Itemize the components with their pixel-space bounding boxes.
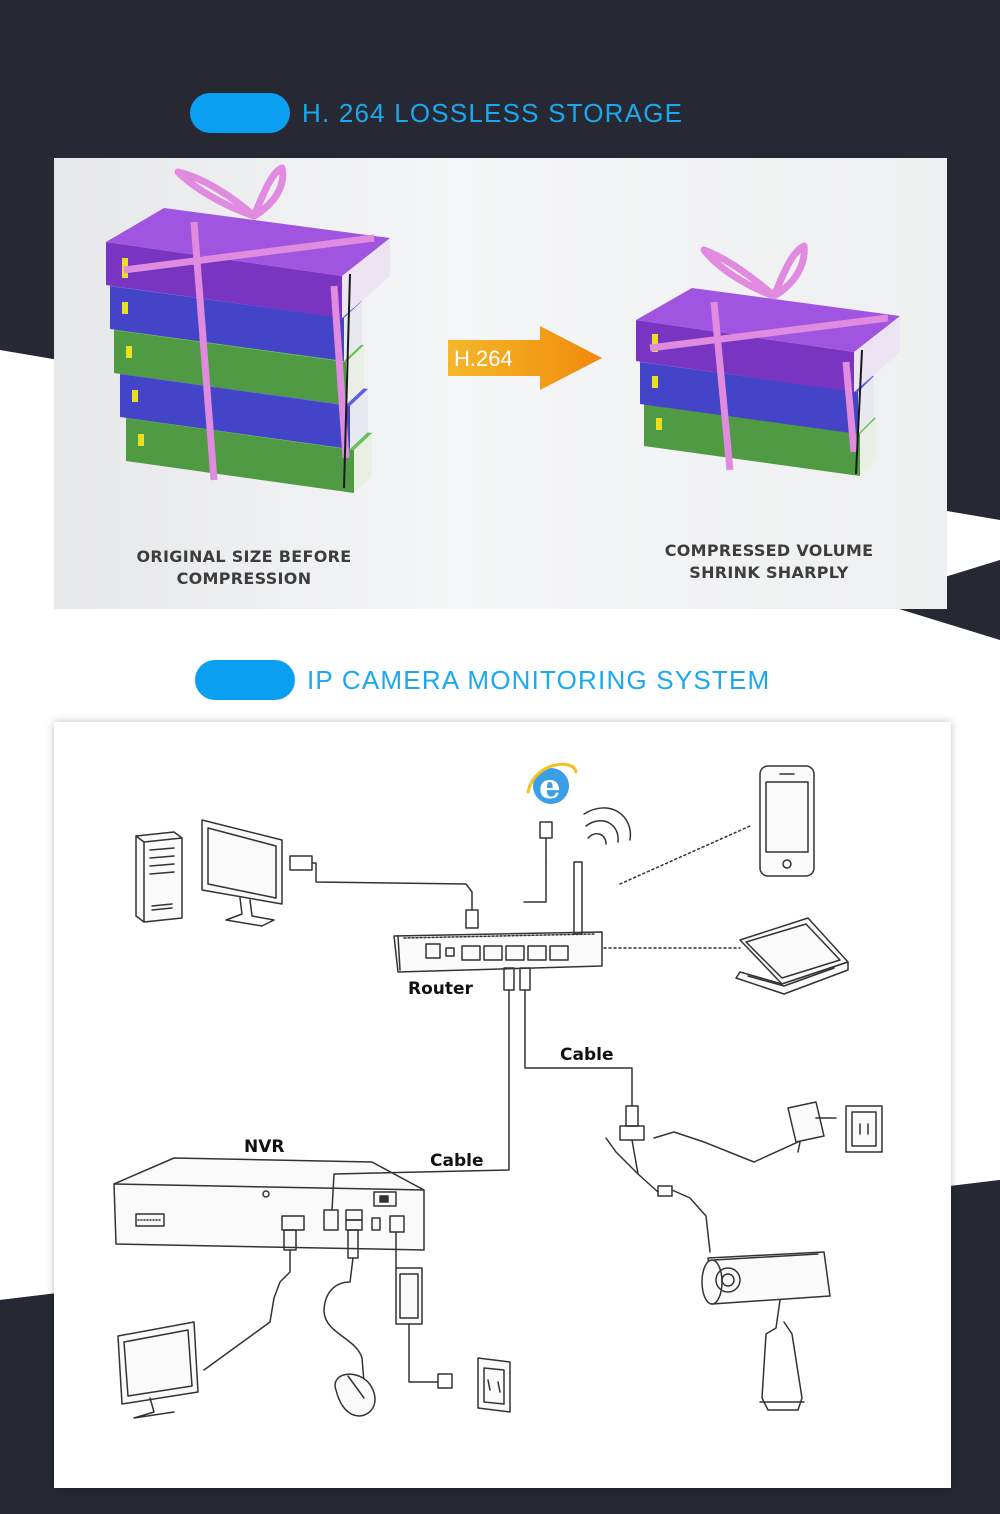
section-title: H. 264 LOSSLESS STORAGE: [302, 98, 684, 128]
vga-cable: [203, 1229, 297, 1371]
compression-illustration: H.264: [106, 164, 900, 493]
books-stack-original: [106, 164, 390, 493]
computer-tower-icon: [135, 831, 183, 923]
mouse-cable: [323, 1229, 365, 1383]
wall-socket-icon-bottom: [477, 1357, 511, 1413]
ethernet-cable-camera: [519, 967, 645, 1141]
router-icon: [393, 821, 603, 973]
network-diagram-panel: e: [54, 722, 951, 1488]
section-title: IP CAMERA MONITORING SYSTEM: [307, 665, 771, 695]
router-label: Router: [408, 979, 474, 999]
ethernet-cable-pc: [289, 855, 479, 929]
caption-original-size: ORIGINAL SIZE BEFORE COMPRESSION: [124, 546, 364, 590]
wifi-icon: [583, 807, 632, 845]
section-pill: [190, 93, 290, 133]
ethernet-cable-nvr: [331, 967, 515, 1211]
browser-icon: e: [526, 762, 578, 807]
monitor-icon: [201, 819, 283, 927]
power-cable: [395, 1231, 453, 1389]
caption-line: COMPRESSION: [176, 569, 312, 588]
svg-text:e: e: [539, 767, 561, 807]
caption-compressed: COMPRESSED VOLUME SHRINK SHARPLY: [644, 540, 894, 584]
mouse-icon: [334, 1373, 376, 1417]
books-stack-compressed: [636, 242, 900, 476]
nvr-label: NVR: [244, 1137, 284, 1157]
power-adapter-icon: [787, 1101, 837, 1153]
caption-line: SHRINK SHARPLY: [689, 563, 849, 582]
ribbon: [123, 164, 375, 481]
cable-splitter: [605, 1131, 799, 1253]
cable-label-camera: Cable: [560, 1045, 613, 1065]
smartphone-icon: [759, 765, 815, 877]
laptop-icon: [735, 917, 849, 995]
wireless-link-phone: [619, 825, 751, 885]
compression-panel: H.264: [54, 158, 947, 609]
book-1: [106, 208, 390, 318]
codec-badge-text: H.264: [454, 346, 513, 371]
cable-label-nvr: Cable: [430, 1151, 483, 1171]
ribbon-compressed: [649, 242, 889, 471]
nvr-icon: [113, 1157, 425, 1251]
ip-camera-icon: [701, 1251, 831, 1411]
monitor-icon-nvr: [117, 1321, 199, 1419]
book-1c: [636, 288, 900, 392]
caption-line: COMPRESSED VOLUME: [664, 541, 874, 560]
section-pill: [195, 660, 295, 700]
wall-socket-icon: [845, 1105, 883, 1153]
caption-line: ORIGINAL SIZE BEFORE: [136, 547, 352, 566]
compression-arrow: H.264: [448, 326, 602, 390]
network-diagram: e: [113, 762, 883, 1419]
